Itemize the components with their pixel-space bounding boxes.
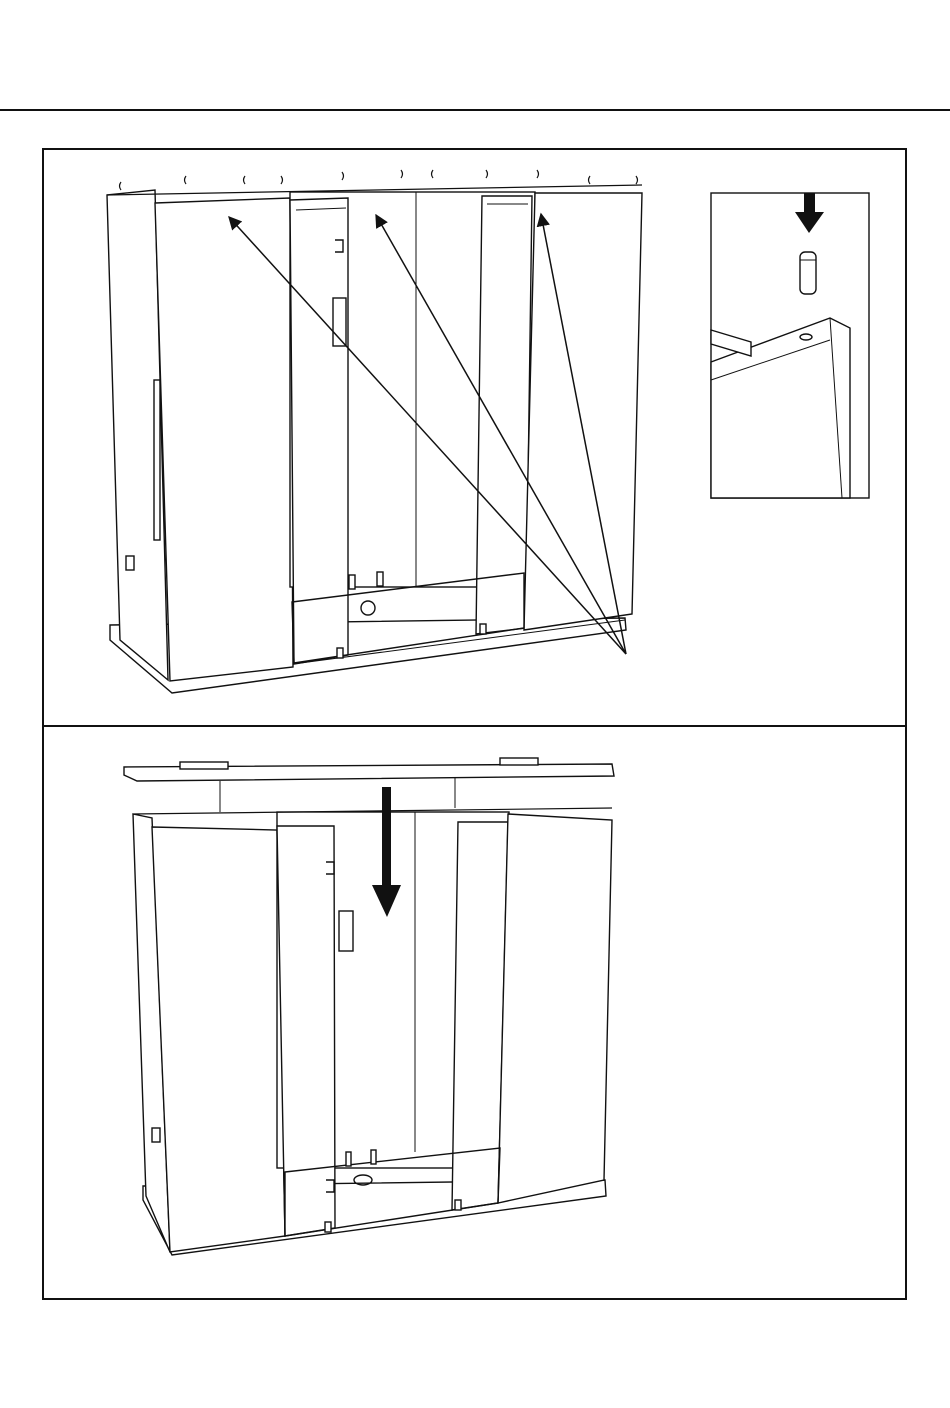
inner-door-right — [476, 196, 532, 634]
step-b-cabinet — [124, 758, 614, 1255]
panel-corner-detail — [711, 318, 850, 498]
handle-cutout-b — [339, 911, 353, 951]
hinge-plate — [126, 556, 134, 570]
left-front-panel-b — [152, 827, 285, 1252]
dowel-pin — [800, 252, 816, 294]
step-a-cabinet — [107, 170, 642, 693]
inner-door-left — [290, 198, 348, 664]
left-front-panel — [155, 198, 293, 681]
hinge-plate-b — [152, 1128, 160, 1142]
dowel-detail-inset — [711, 193, 869, 498]
right-front-panel — [524, 193, 642, 630]
right-front-panel-b — [498, 814, 612, 1203]
